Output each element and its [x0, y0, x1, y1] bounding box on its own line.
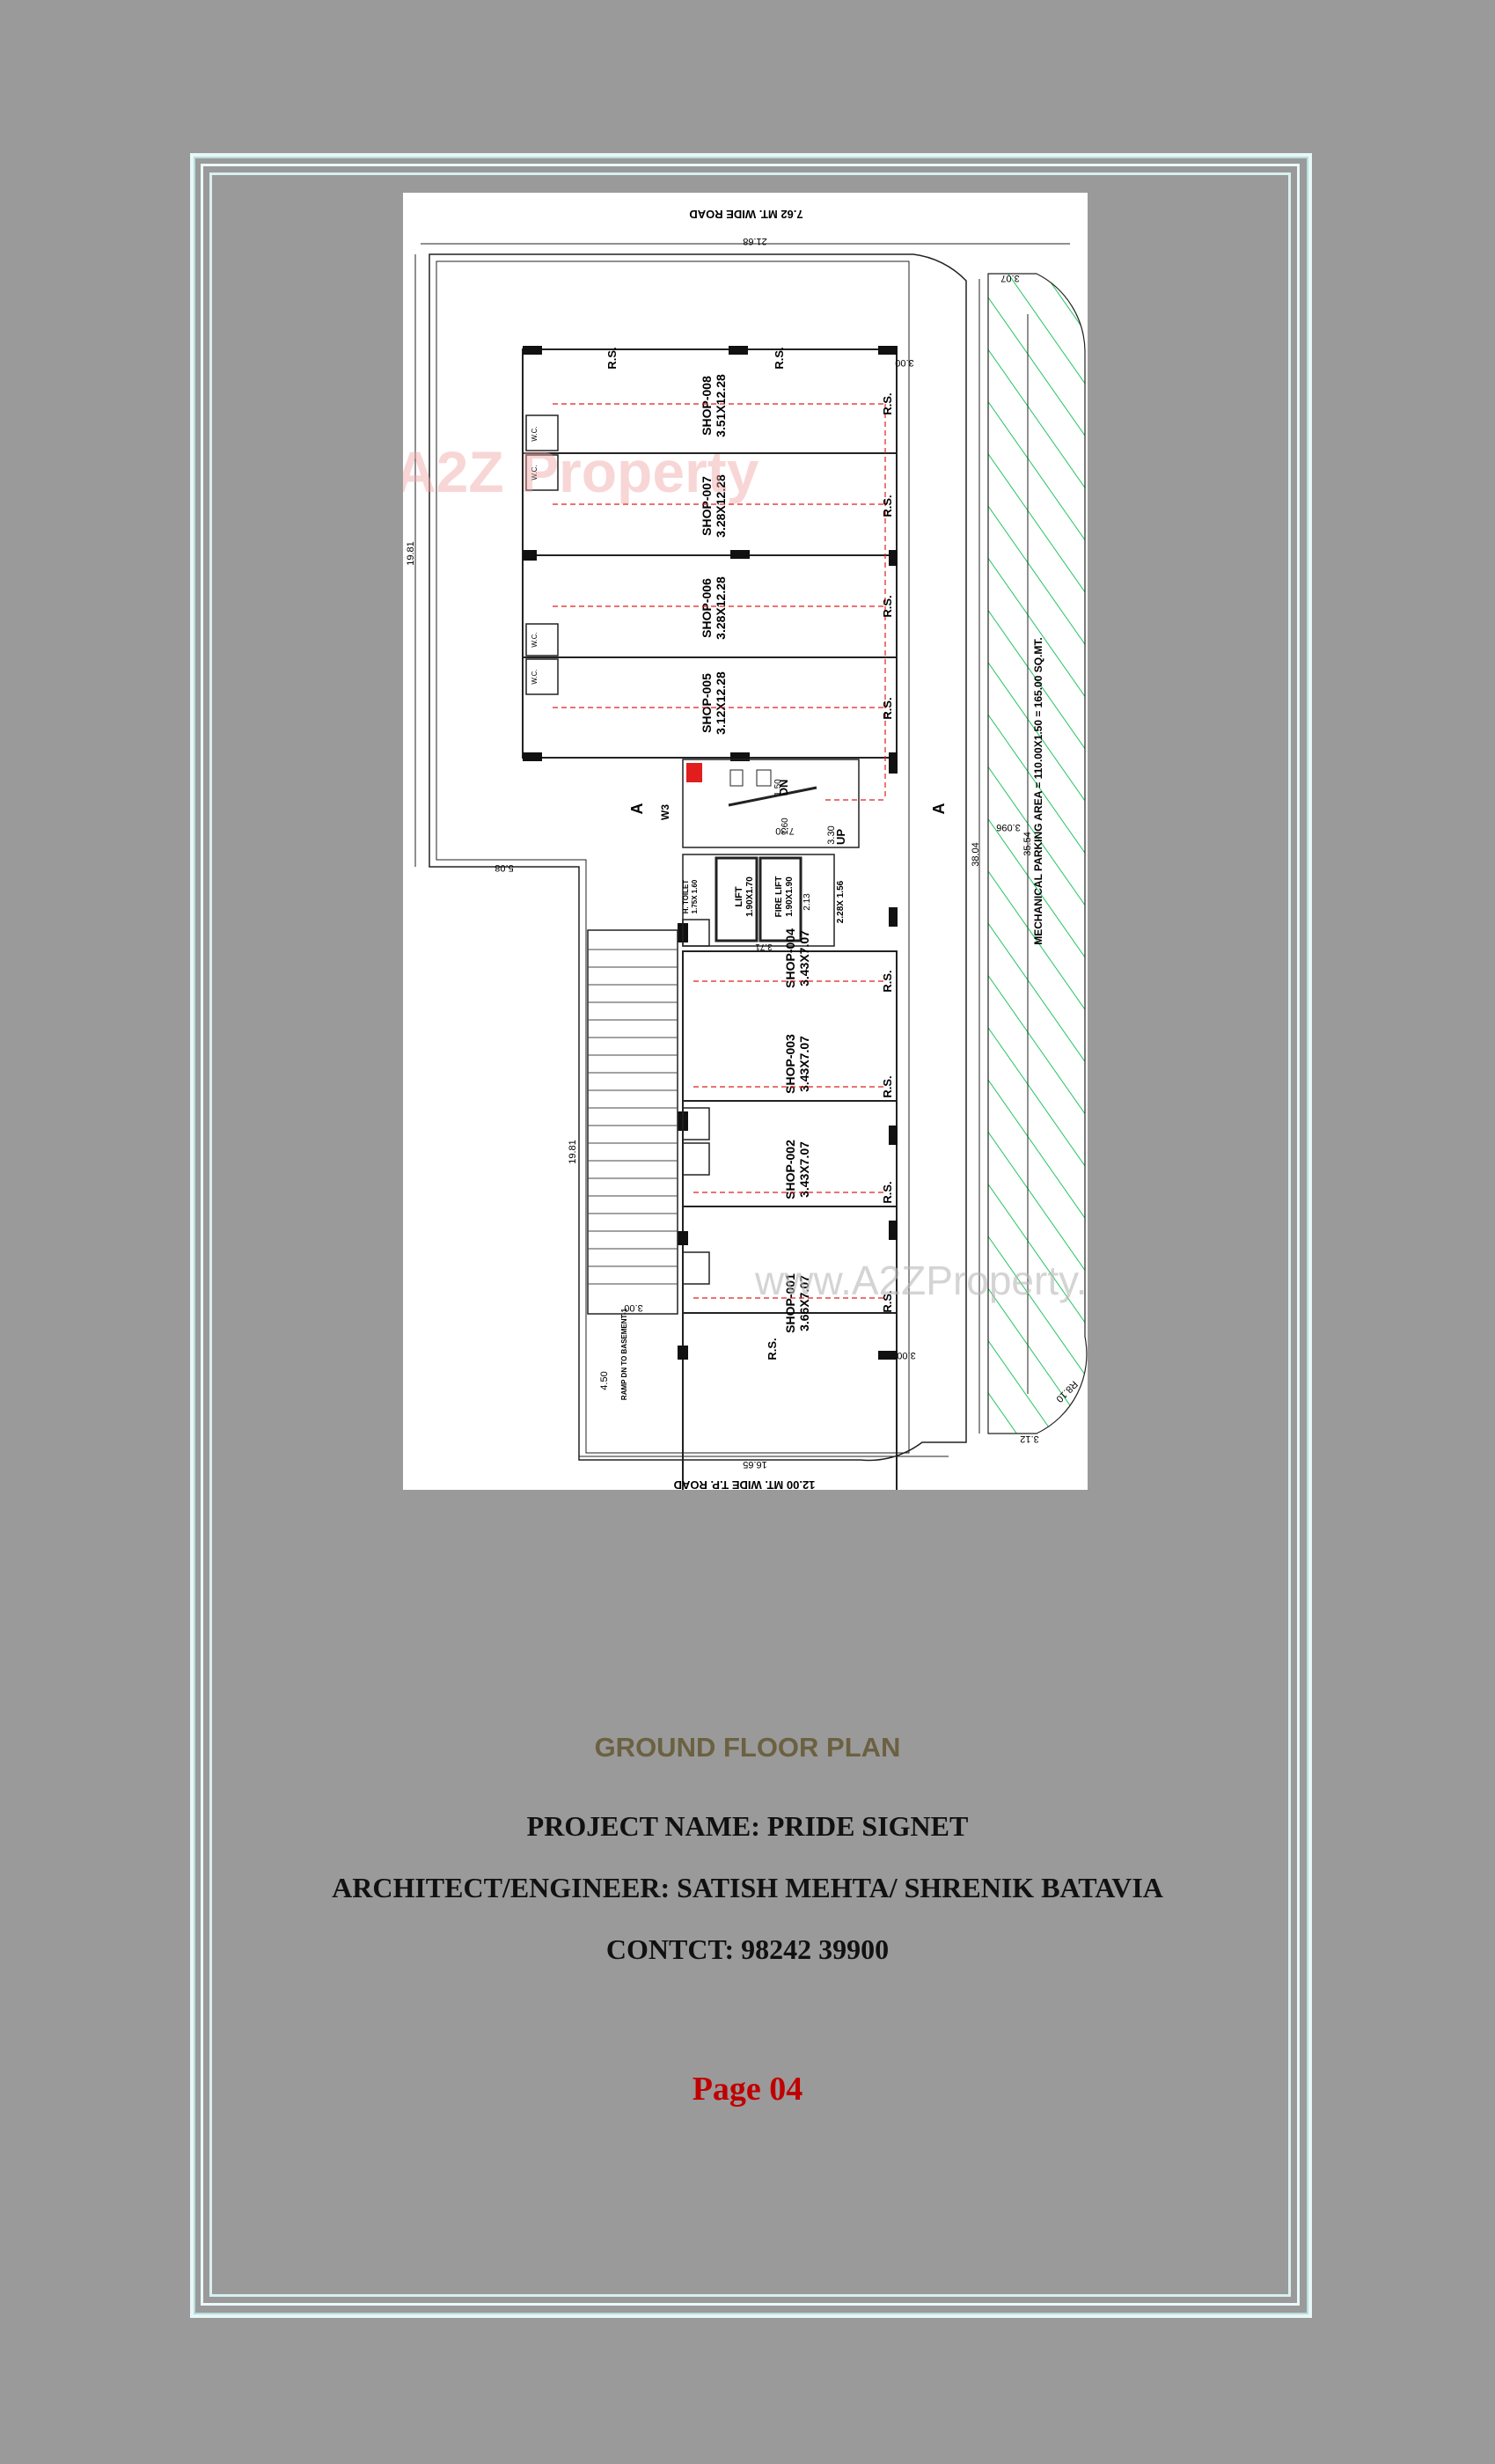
- h-toilet-size: 1.75X 1.60: [691, 879, 699, 913]
- shop-001-name: SHOP-001: [783, 1273, 797, 1333]
- floor-plan-drawing: 7.62 MT. WIDE ROAD 21.68 19.81 5.08 MECH…: [403, 193, 1088, 1490]
- dim-lift-lobby: 3.71: [755, 942, 773, 951]
- ramp-label: RAMP DN TO BASEMENT-1: [620, 1308, 628, 1400]
- dim-margin-mid: 3.096: [996, 822, 1021, 832]
- wc-label-4: W.C.: [531, 669, 539, 684]
- dim-parking-length: 35.54: [1022, 832, 1033, 856]
- rs-lower-2: R.S.: [881, 1075, 894, 1097]
- dim-left-upper: 19.81: [406, 541, 416, 566]
- shop-003-name: SHOP-003: [783, 1034, 797, 1094]
- shop-008-name: SHOP-008: [700, 376, 714, 436]
- dim-margin-bottom: 3.00: [897, 1350, 915, 1360]
- shop-005-size: 3.12X12.28: [714, 671, 728, 735]
- shop-005-name: SHOP-005: [700, 673, 714, 733]
- page-border-inner: [209, 172, 1291, 2297]
- rs-lower-4: R.S.: [881, 1290, 894, 1312]
- dim-stair-a: 1.50: [773, 779, 783, 796]
- road-bottom-label: 12.00 MT. WIDE T.P. ROAD: [674, 1478, 816, 1490]
- lift-name: LIFT: [734, 886, 744, 906]
- road-top-label: 7.62 MT. WIDE ROAD: [689, 208, 802, 221]
- shop-007-name: SHOP-007: [700, 476, 714, 536]
- dim-ramp-top: 3.00: [624, 1302, 642, 1313]
- page-number: Page 04: [692, 2071, 803, 2108]
- fire-lift-name: FIRE LIFT: [774, 876, 784, 918]
- wc-label-2: W.C.: [531, 465, 539, 480]
- dim-margin-top: 3.00: [895, 357, 913, 368]
- shop-003-size: 3.43X7.07: [797, 1036, 811, 1092]
- rs-lower-1: R.S.: [881, 970, 894, 992]
- rs-lower-5: R.S.: [766, 1338, 779, 1360]
- dim-ramp-depth: 4.50: [599, 1371, 610, 1390]
- dim-stair-b: 1.60: [780, 818, 790, 835]
- rs-upper-5: R.S.: [605, 347, 619, 369]
- page-border-middle: [201, 164, 1300, 2306]
- shop-001-size: 3.66X7.07: [797, 1275, 811, 1331]
- section-a-left: A: [628, 803, 646, 815]
- wc-label-3: W.C.: [531, 632, 539, 647]
- lift-size: 1.90X1.70: [745, 876, 755, 917]
- page-border-outer: [190, 153, 1312, 2318]
- up-label: UP: [834, 829, 847, 845]
- shop-002-name: SHOP-002: [783, 1140, 797, 1199]
- shop-008-size: 3.51X12.28: [714, 374, 728, 437]
- shop-007-size: 3.28X12.28: [714, 474, 728, 538]
- dim-corner-bottom: 3.12: [1020, 1434, 1038, 1444]
- watermark-url: www.A2ZProperty.in: [754, 1258, 1088, 1303]
- parking-label: MECHANICAL PARKING AREA = 110.00X1.50 = …: [1032, 637, 1044, 944]
- lobby-size: 2.28X 1.56: [836, 880, 846, 923]
- shop-004-name: SHOP-004: [783, 928, 797, 988]
- dim-left-offset: 5.08: [495, 862, 513, 873]
- dim-bottom-width: 16.65: [743, 1459, 767, 1470]
- shop-006-size: 3.28X12.28: [714, 576, 728, 640]
- watermark-logo: A2Z Property: [403, 439, 759, 504]
- wc-label-1: W.C.: [531, 426, 539, 441]
- rs-upper-3: R.S.: [881, 595, 894, 617]
- rs-upper-4: R.S.: [881, 697, 894, 719]
- rs-upper-2: R.S.: [881, 495, 894, 517]
- rs-lower-3: R.S.: [881, 1181, 894, 1203]
- shop-004-size: 3.43X7.07: [797, 930, 811, 986]
- section-a-right: A: [930, 803, 948, 815]
- dim-corner-top: 3.07: [1000, 273, 1019, 283]
- shop-002-size: 3.43X7.07: [797, 1141, 811, 1198]
- plan-title: GROUND FLOOR PLAN: [594, 1732, 901, 1763]
- dim-top-width: 21.68: [743, 236, 767, 246]
- dim-left-lower: 19.81: [568, 1140, 578, 1164]
- dim-stair-c: 7.30: [775, 825, 794, 836]
- rs-upper-1: R.S.: [881, 392, 894, 414]
- dim-fire-width: 2.13: [802, 893, 812, 911]
- dn-label: DN: [777, 780, 790, 796]
- rs-upper-6: R.S.: [773, 347, 786, 369]
- shop-006-name: SHOP-006: [700, 578, 714, 638]
- project-name: PROJECT NAME: PRIDE SIGNET: [526, 1810, 969, 1842]
- h-toilet-name: H. TOILET: [682, 880, 690, 914]
- dim-stair-d: 3.30: [826, 825, 837, 844]
- w3-label: W3: [659, 804, 671, 820]
- architect-engineer: ARCHITECT/ENGINEER: SATISH MEHTA/ SHRENI…: [332, 1872, 1163, 1903]
- dim-right-total: 38.04: [971, 842, 981, 867]
- fire-lift-size: 1.90X1.90: [785, 876, 795, 917]
- contact-number: CONTCT: 98242 39900: [605, 1933, 890, 1965]
